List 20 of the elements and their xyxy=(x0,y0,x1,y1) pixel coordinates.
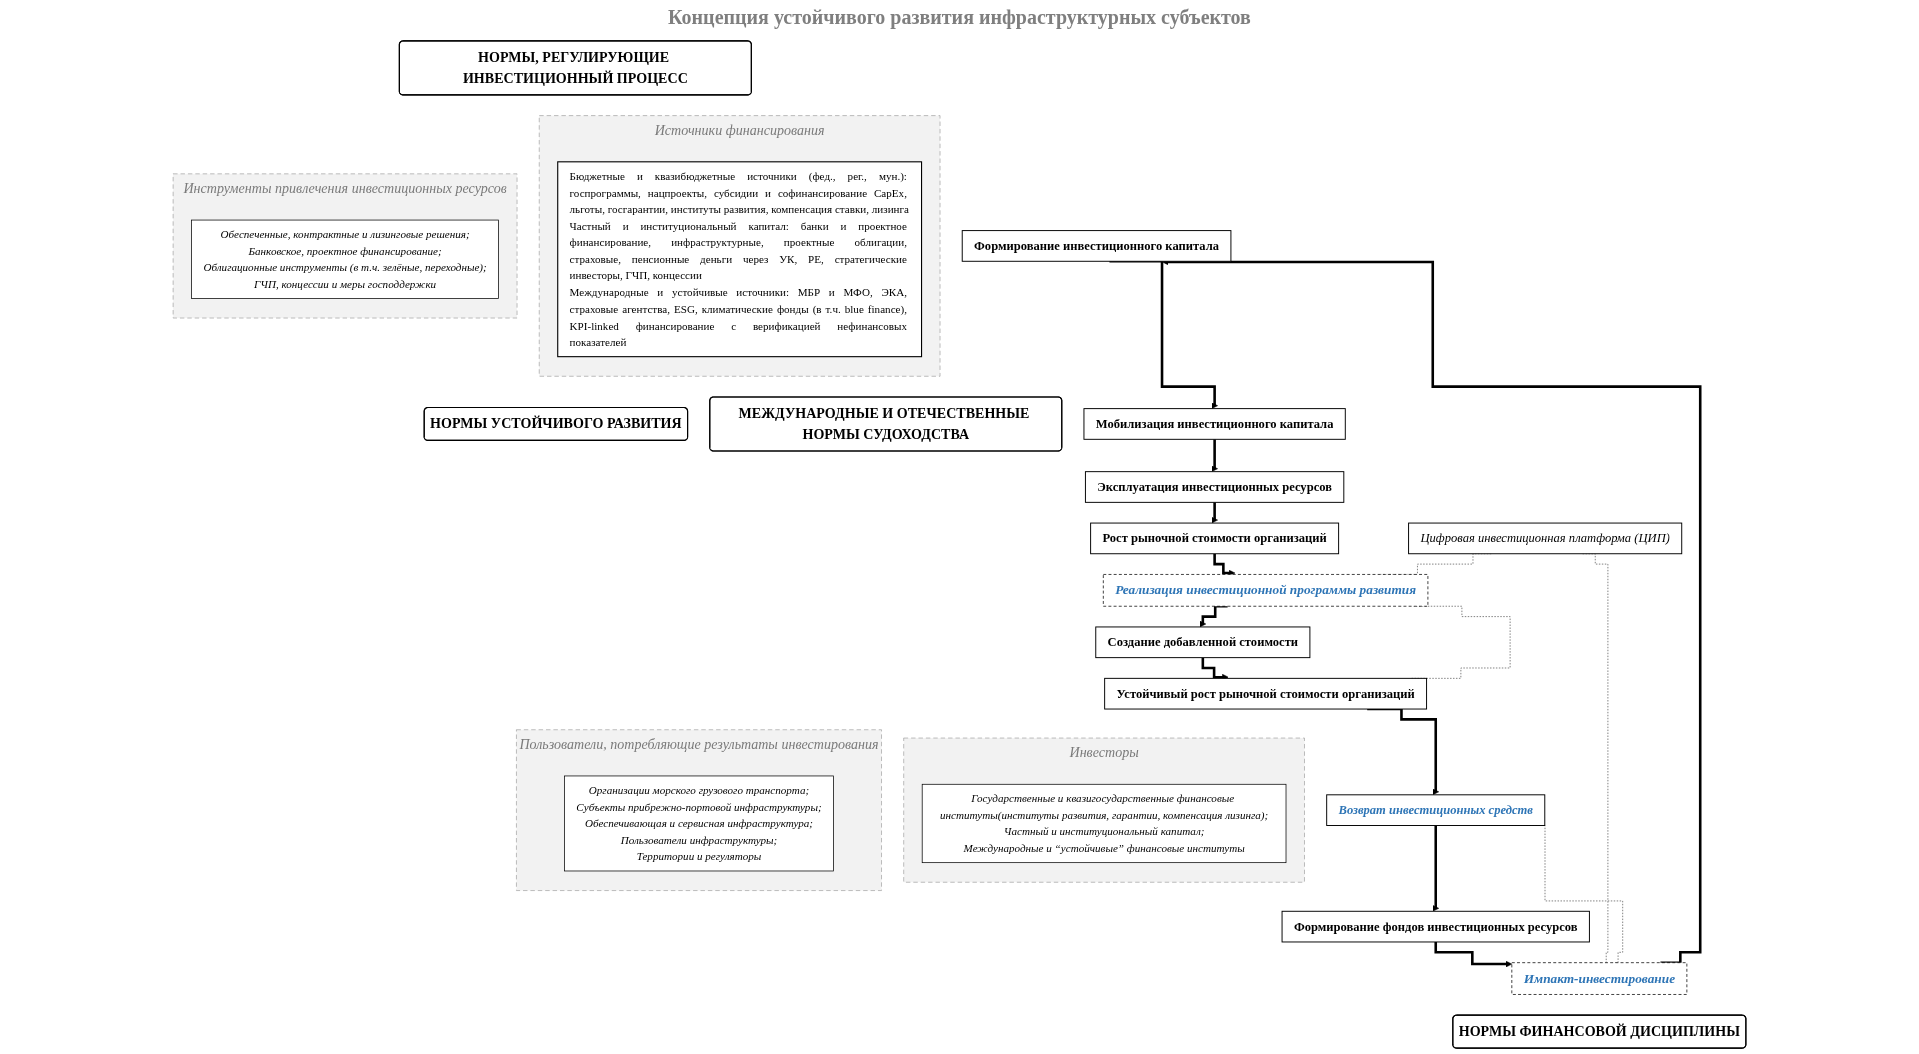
node-box: Возврат инвестиционных средств xyxy=(1326,794,1546,826)
arrow xyxy=(1434,940,1513,968)
node-box: Бюджетные и квазибюджетные источники (фед., рег., мун.): госпрограммы, нацпроекты, субсидии и софинансирование CapEx, льготы, госгарантии, институты развития, компенсация ставки, лизинга Частный и институциональный капитал: банки и проектное финансирование, инфраструктурные, проектные облигации, страховые, пенсионные деньги через УК, PE, стратегические инвесторы, ГЧП, концессии Международные и устойчивые источники: МБР и МФО, ЭКА, страховые агентства, ESG, климатические фонды (в т.ч. blue finance), KPI-linked финансирование с верификацией нефинансовых показателей xyxy=(557,161,923,358)
node-box: Создание добавленной стоимости xyxy=(1095,626,1311,659)
node-box: Мобилизация инвестиционного капитала xyxy=(1083,408,1346,440)
node-box: Формирование инвестиционного капитала xyxy=(961,230,1232,262)
node-box: Рост рыночной стоимости организаций xyxy=(1090,522,1340,555)
concept-label: Концепция устойчивого развития инфраструктурных субъектов xyxy=(668,6,1251,29)
node-box: Устойчивый рост рыночной стоимости организаций xyxy=(1104,677,1428,710)
node-box: Формирование фондов инвестиционных ресурсов xyxy=(1281,910,1590,943)
arrow xyxy=(1211,438,1218,472)
node-box: Импакт-инвестирование xyxy=(1511,962,1688,995)
arrow xyxy=(1432,824,1439,912)
node-box: Эксплуатация инвестиционных ресурсов xyxy=(1084,471,1345,503)
node-box: Цифровая инвестиционная платформа (ЦИП) xyxy=(1408,522,1683,555)
node-box: Реализация инвестиционной программы развития xyxy=(1102,574,1429,607)
node-box: Государственные и квазигосударственные финансовые институты(институты развития, гарантии, компенсация лизинга); Частный и институциональный капитал; Международные и “устойчивые” финансовые институты xyxy=(921,783,1287,864)
node-box: Обеспеченные, контрактные и лизинговые решения; Банковское, проектное финансирование; Облигационные инструменты (в т.ч. зелёные, переходные); ГЧП, концессии и меры господдержки xyxy=(191,219,499,299)
node-box: Организации морского грузового транспорта; Субъекты прибрежно-портовой инфраструктуры; Обеспечивающая и сервисная инфраструктура; Пользователи инфраструктуры; Территории и регуляторы xyxy=(564,775,834,872)
arrow xyxy=(1211,501,1218,524)
